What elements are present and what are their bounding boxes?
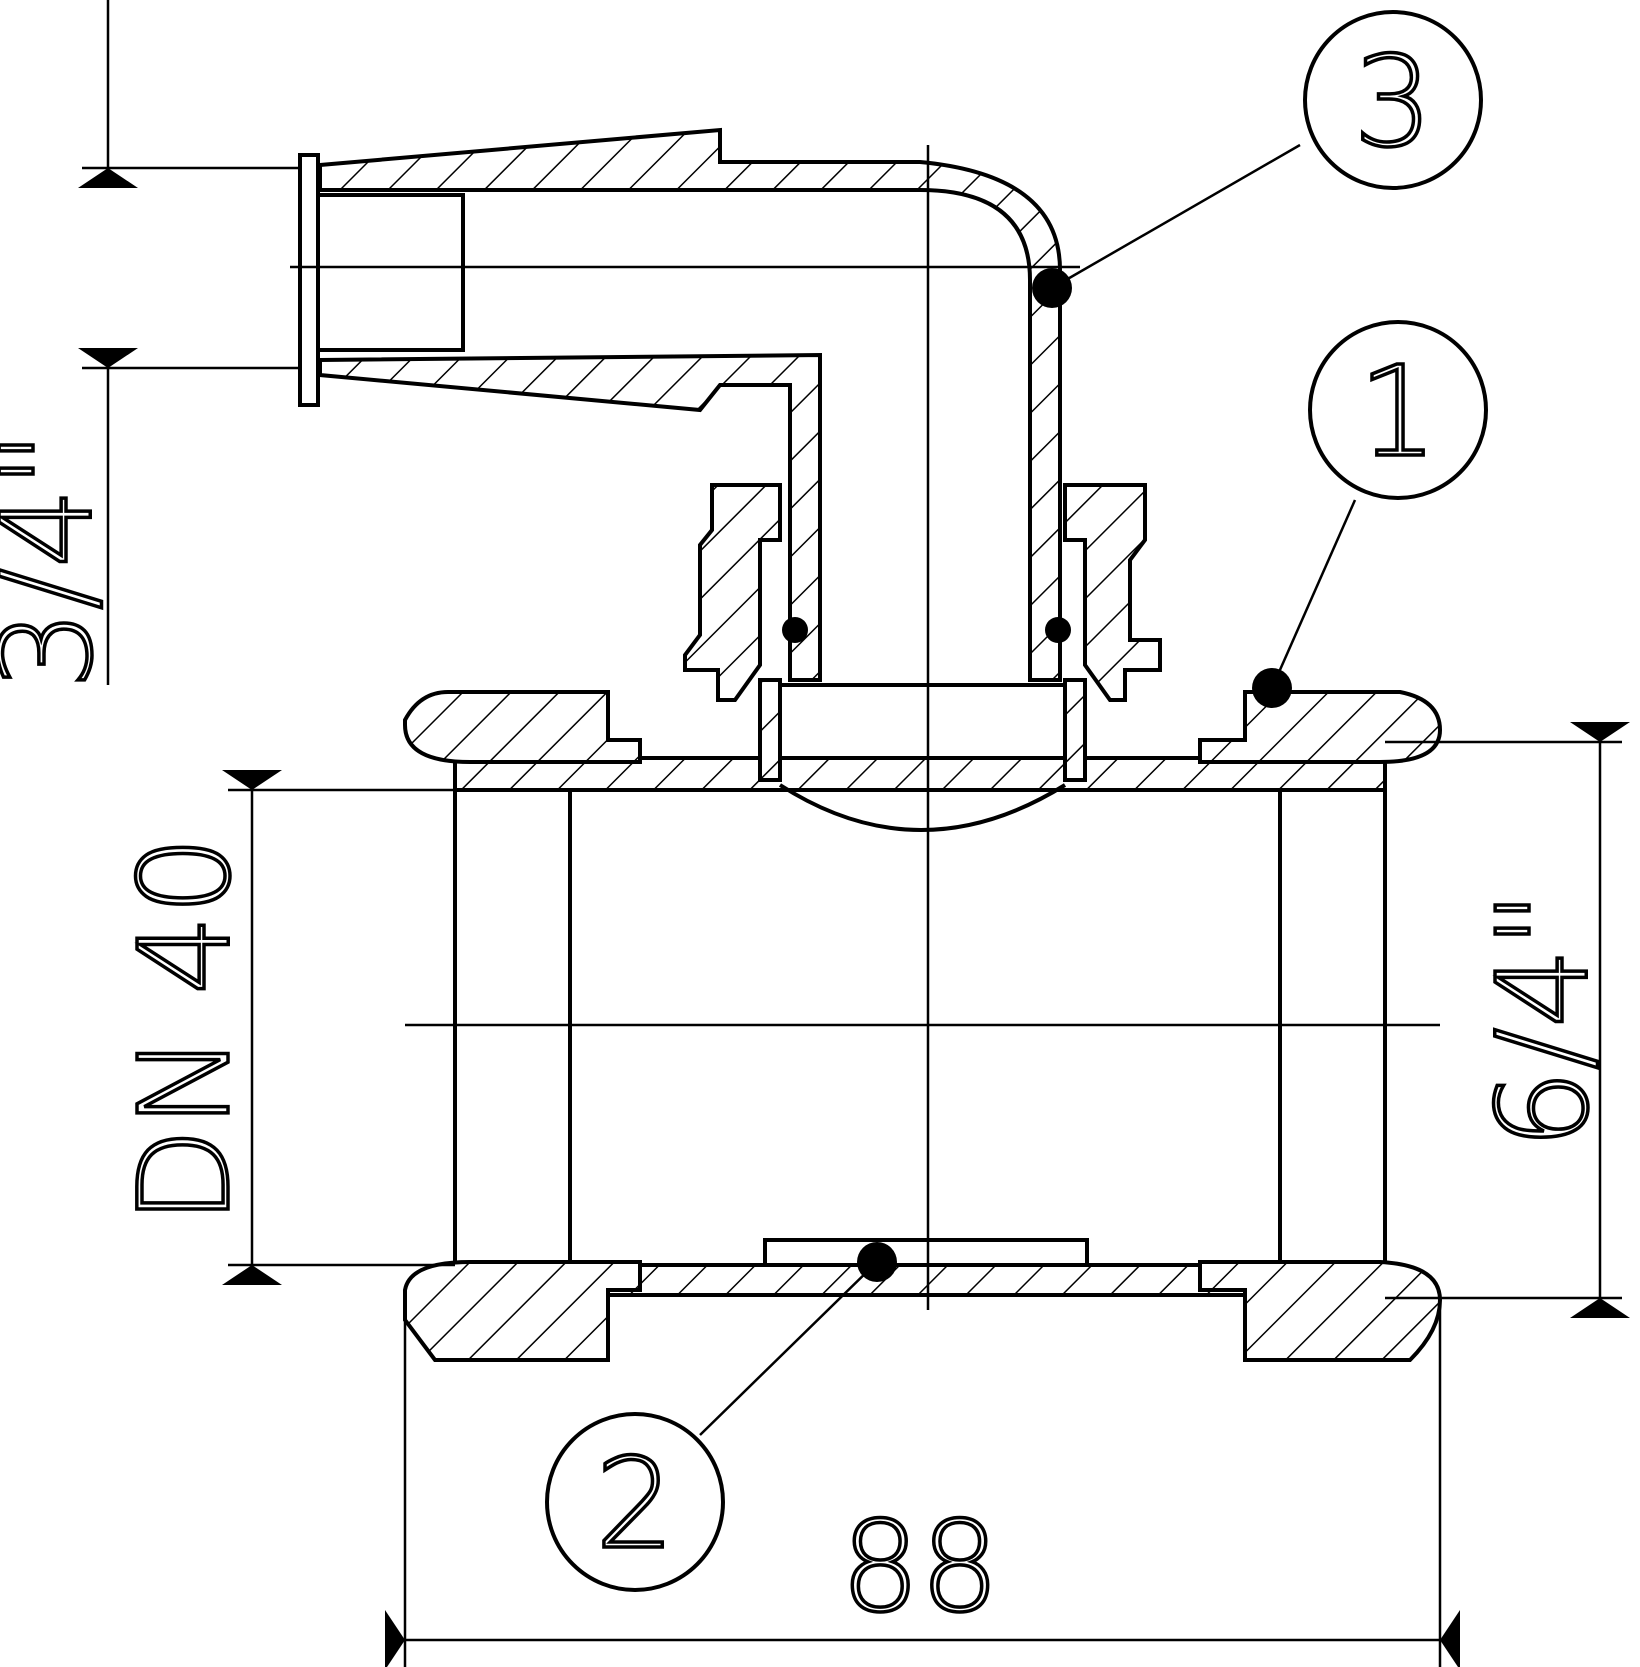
callout-1: 1 <box>1252 320 1488 708</box>
dim-branch-thread: 3/4" <box>0 0 300 691</box>
tee-body <box>405 735 1440 1300</box>
dim-overall-width: 88 <box>385 1300 1460 1667</box>
branch-outlet <box>758 678 1087 832</box>
overall-width-label: 88 <box>840 1495 999 1640</box>
union-nut-top-left <box>403 690 642 764</box>
seal-dot-left <box>782 617 808 643</box>
main-thread-label: 6/4" <box>1471 891 1616 1150</box>
callout-3: 3 <box>1032 10 1483 308</box>
main-bore-label: DN 40 <box>113 836 258 1225</box>
union-nut-top-right <box>1198 690 1443 764</box>
callout-2: 2 <box>545 1242 897 1592</box>
callout-1-number: 1 <box>1358 340 1438 485</box>
saddle-plate <box>763 1238 1089 1267</box>
dim-main-thread: 6/4" <box>1385 722 1630 1318</box>
branch-thread-label: 3/4" <box>0 431 120 690</box>
callout-2-number: 2 <box>595 1432 675 1577</box>
dim-main-bore: DN 40 <box>111 770 455 1285</box>
union-nut-bottom-right <box>1198 1260 1443 1362</box>
callout-3-number: 3 <box>1353 30 1433 175</box>
branch-nut-left <box>683 483 782 702</box>
union-nut-bottom-left <box>403 1260 642 1362</box>
seal-dot-right <box>1045 617 1071 643</box>
hose-barb-elbow <box>290 127 1080 682</box>
branch-nut-right <box>1063 483 1162 702</box>
